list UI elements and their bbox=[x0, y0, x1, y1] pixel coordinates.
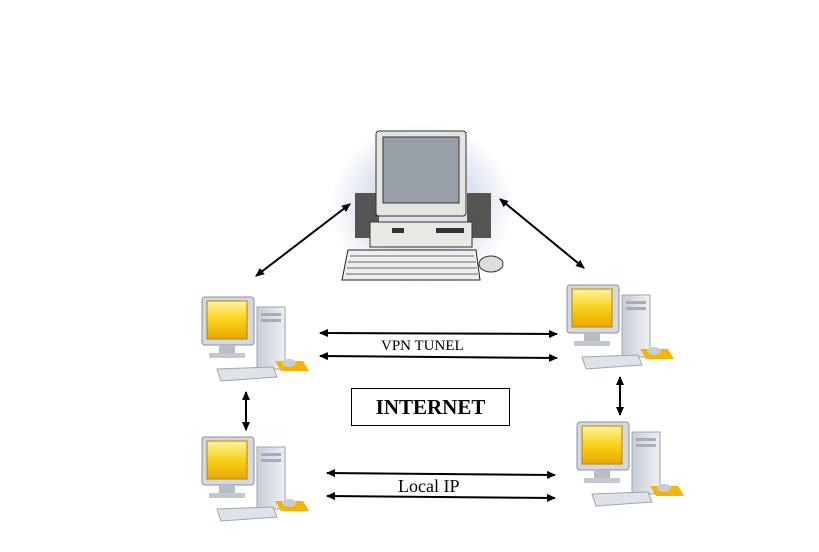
internet-label: INTERNET bbox=[375, 394, 486, 419]
desktop-computer-icon-bottom-right bbox=[576, 421, 685, 507]
desktop-computer-icon-bottom-left bbox=[201, 436, 310, 522]
desktop-computer-icon-top-left bbox=[201, 296, 310, 382]
arrow-server-top-right bbox=[499, 198, 585, 269]
server-computer-icon bbox=[330, 123, 514, 287]
local-ip-label: Local IP bbox=[398, 476, 460, 496]
internet-box: INTERNET bbox=[351, 388, 510, 426]
vpn-tunnel-label: VPN TUNEL bbox=[381, 338, 464, 354]
arrow-vpn-lower bbox=[319, 352, 558, 362]
arrow-vpn-upper bbox=[319, 329, 558, 338]
arrow-local-upper bbox=[326, 469, 556, 479]
desktop-computer-icon-top-right bbox=[566, 284, 675, 370]
arrow-server-top-left bbox=[255, 203, 351, 277]
arrow-local-lower bbox=[326, 492, 556, 502]
